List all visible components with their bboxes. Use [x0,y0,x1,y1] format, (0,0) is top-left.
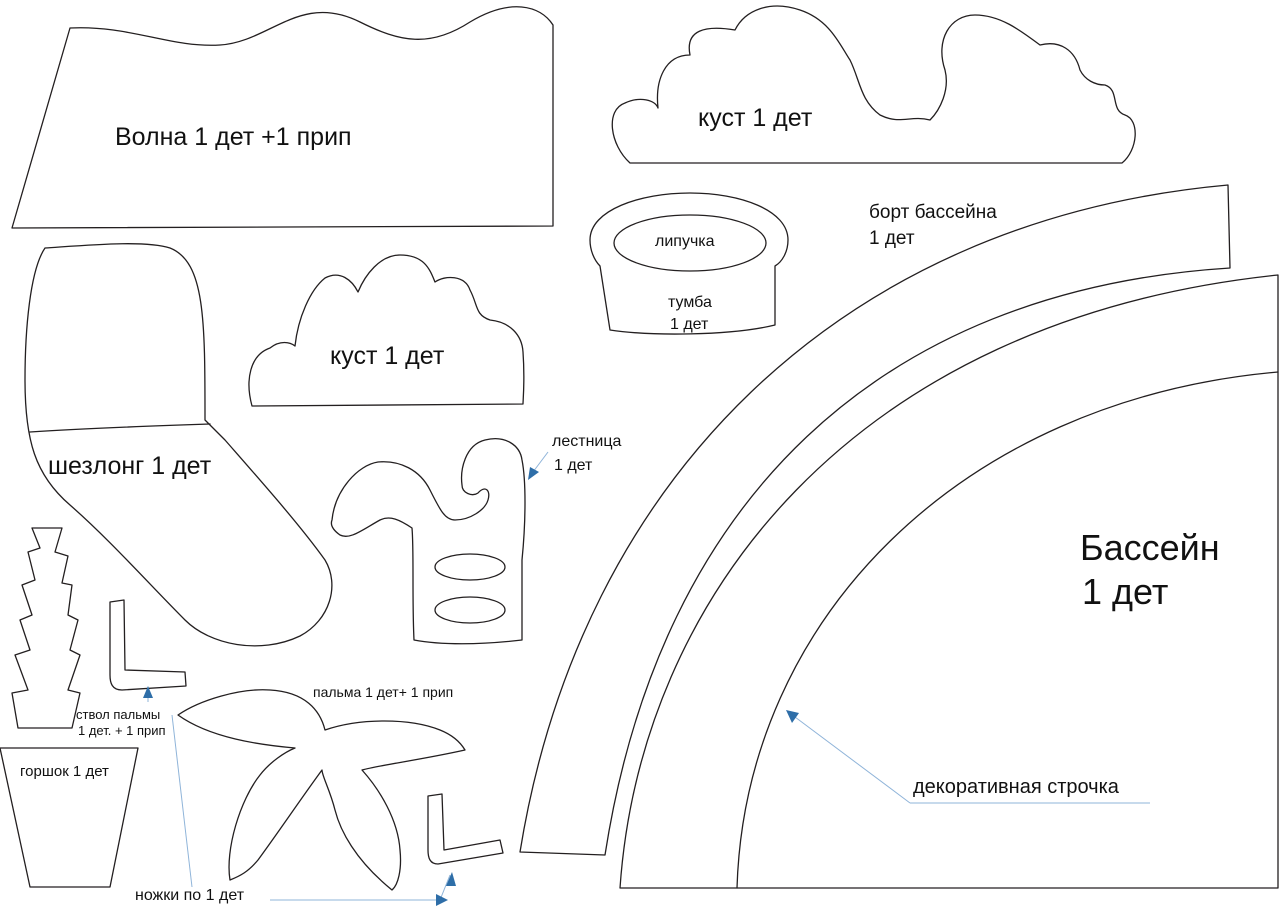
legs-label: ножки по 1 дет [135,887,245,904]
ladder-arrow [528,467,539,480]
pool-rim-label-line1: борт бассейна [869,202,997,223]
stand-label-line2: 1 дет [670,316,709,333]
pool-label-line1: Бассейн [1080,527,1220,568]
bush-top-label: куст 1 дет [698,104,813,132]
ladder-pointer [532,451,549,473]
trunk-arrow [143,686,153,698]
stitch-pointer [794,716,911,804]
legs-pointer-right [270,874,451,901]
velcro-label: липучка [655,233,715,250]
bush-middle-label: куст 1 дет [330,342,445,370]
lounger-fold-line [29,423,211,433]
ladder-step-lower [434,596,506,624]
velcro-oval [613,214,767,272]
stitch-arrow [786,710,799,723]
pool-piece [619,274,1279,889]
ladder-step-upper [434,553,506,581]
pool-stitch-line [736,371,1279,889]
stand-label-line1: тумба [668,294,712,311]
ladder-label-line1: лестница [552,433,622,450]
legs-arrow-bottom [436,894,448,906]
wave-piece [11,6,554,229]
pool-label-line2: 1 дет [1082,571,1168,612]
trunk-label-line1: ствол пальмы [76,707,160,722]
stand-piece [589,192,789,335]
legs-pointer-left [171,714,193,888]
small-tree-piece [11,527,81,729]
bush-middle-piece [248,254,525,407]
pot-piece [0,747,139,888]
ladder-piece [330,438,526,645]
legs-arrow-up [446,872,456,886]
palm-label: пальма 1 дет+ 1 прип [313,684,453,700]
pot-label: горшок 1 дет [20,763,109,780]
decorative-stitch-label: декоративная строчка [913,776,1120,798]
pool-rim-piece [519,184,1231,856]
trunk-label-line2: 1 дет. + 1 прип [78,723,166,738]
palm-crown-piece [177,689,466,891]
wave-label: Волна 1 дет +1 прип [115,123,352,151]
pool-rim-label-line2: 1 дет [869,228,915,249]
leg-piece [427,793,504,865]
lounger-label: шезлонг 1 дет [48,452,212,480]
lounger-piece [24,243,333,647]
bush-top-piece [611,5,1136,164]
ladder-label-line2: 1 дет [554,457,593,474]
palm-trunk-piece [109,599,187,691]
